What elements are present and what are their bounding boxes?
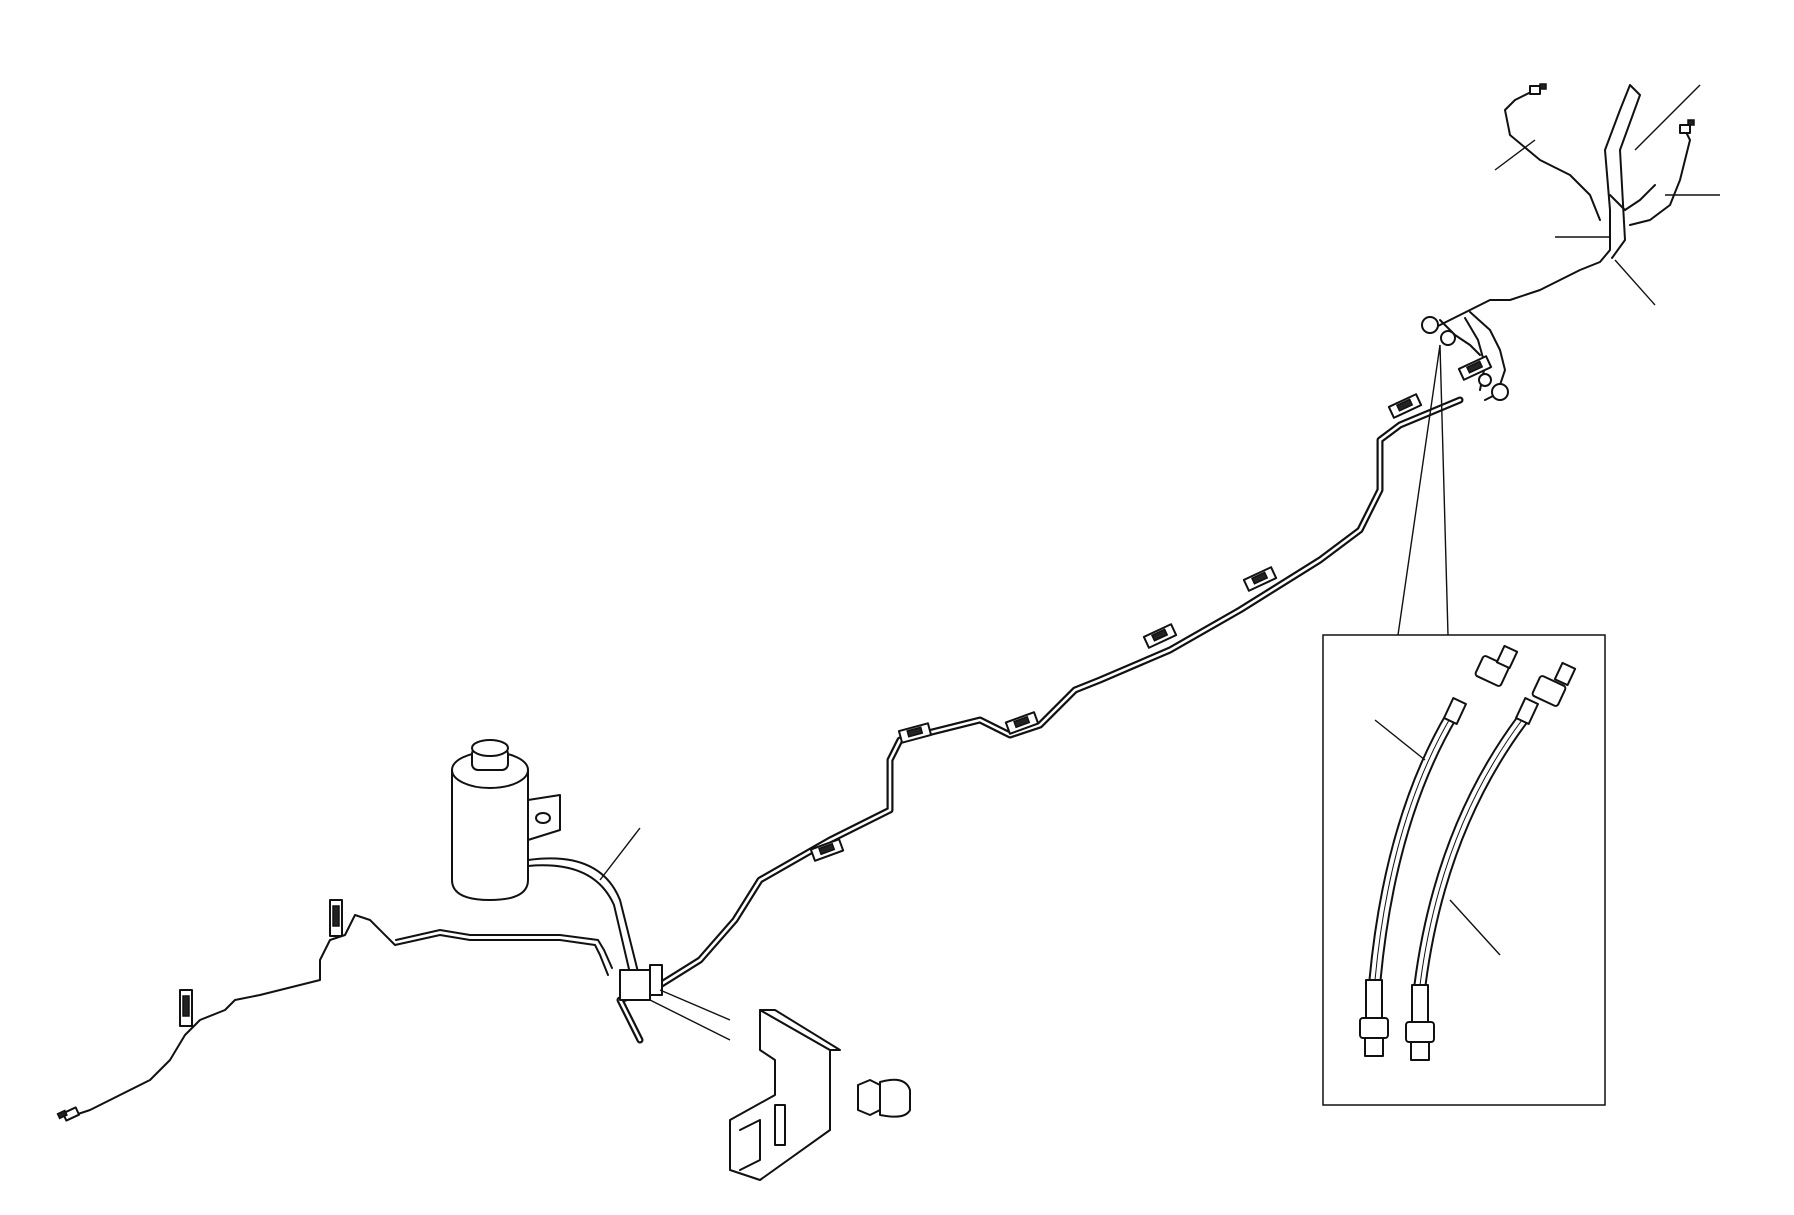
pipe-clips [179, 355, 1493, 1027]
pipe-clip [1387, 393, 1423, 419]
pipe-fitting-rear [56, 1106, 81, 1122]
flex-hose-2 [1405, 661, 1577, 1061]
rear-left-brake-pipe [74, 914, 613, 1116]
pipe-clip [179, 989, 193, 1027]
mounting-bracket [649, 989, 841, 1181]
pipe-fittings [56, 83, 1695, 1122]
main-brake-pipe [616, 396, 1464, 1044]
pipe-fitting-front-left [1529, 83, 1547, 95]
pipe-clip [897, 722, 933, 744]
pipe-fitting-front-right [1679, 119, 1695, 134]
pipe-clip [1004, 711, 1040, 735]
pipe-clip [1457, 355, 1493, 381]
fluid-reservoir [451, 739, 641, 983]
pipe-clip [1242, 566, 1278, 592]
callout-leaders [599, 84, 1720, 881]
spring-clip [857, 1078, 911, 1118]
pipe-clip [1142, 623, 1178, 649]
pipe-junction-block [619, 964, 663, 1001]
brake-pipe-union [1421, 316, 1509, 401]
front-brake-pipes [1429, 84, 1691, 401]
flex-hose-1 [1359, 644, 1519, 1057]
flex-hose-detail-inset [1322, 344, 1606, 1106]
pipe-clip [809, 838, 845, 862]
pipe-clip [329, 899, 343, 937]
